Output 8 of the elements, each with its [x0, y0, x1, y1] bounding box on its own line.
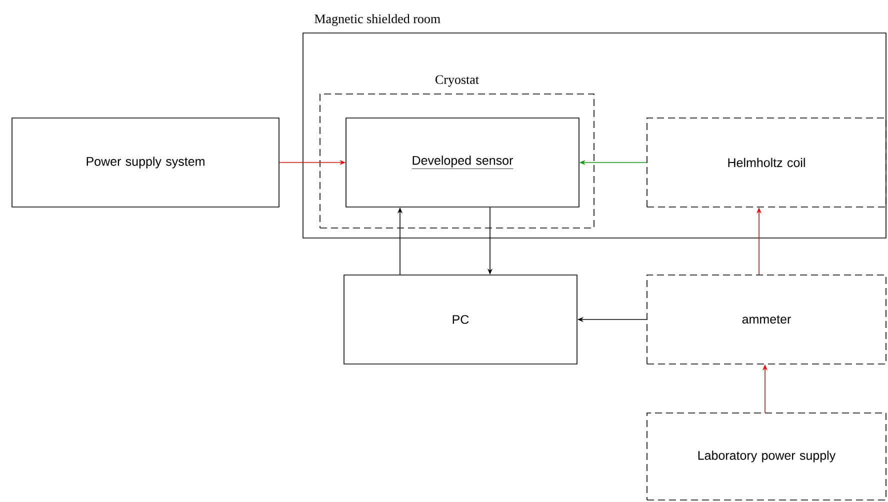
node-label: Magnetic shielded room	[314, 14, 440, 26]
node-label: Cryostat	[436, 75, 479, 87]
device-box: Developed sensor	[346, 118, 580, 208]
device-box: PC	[344, 274, 578, 364]
device-box: Laboratory power supply	[646, 412, 886, 500]
device-box: ammeter	[646, 274, 886, 364]
device-box: Helmholtz coil	[646, 118, 886, 208]
device-box: Power supply system	[12, 118, 280, 208]
